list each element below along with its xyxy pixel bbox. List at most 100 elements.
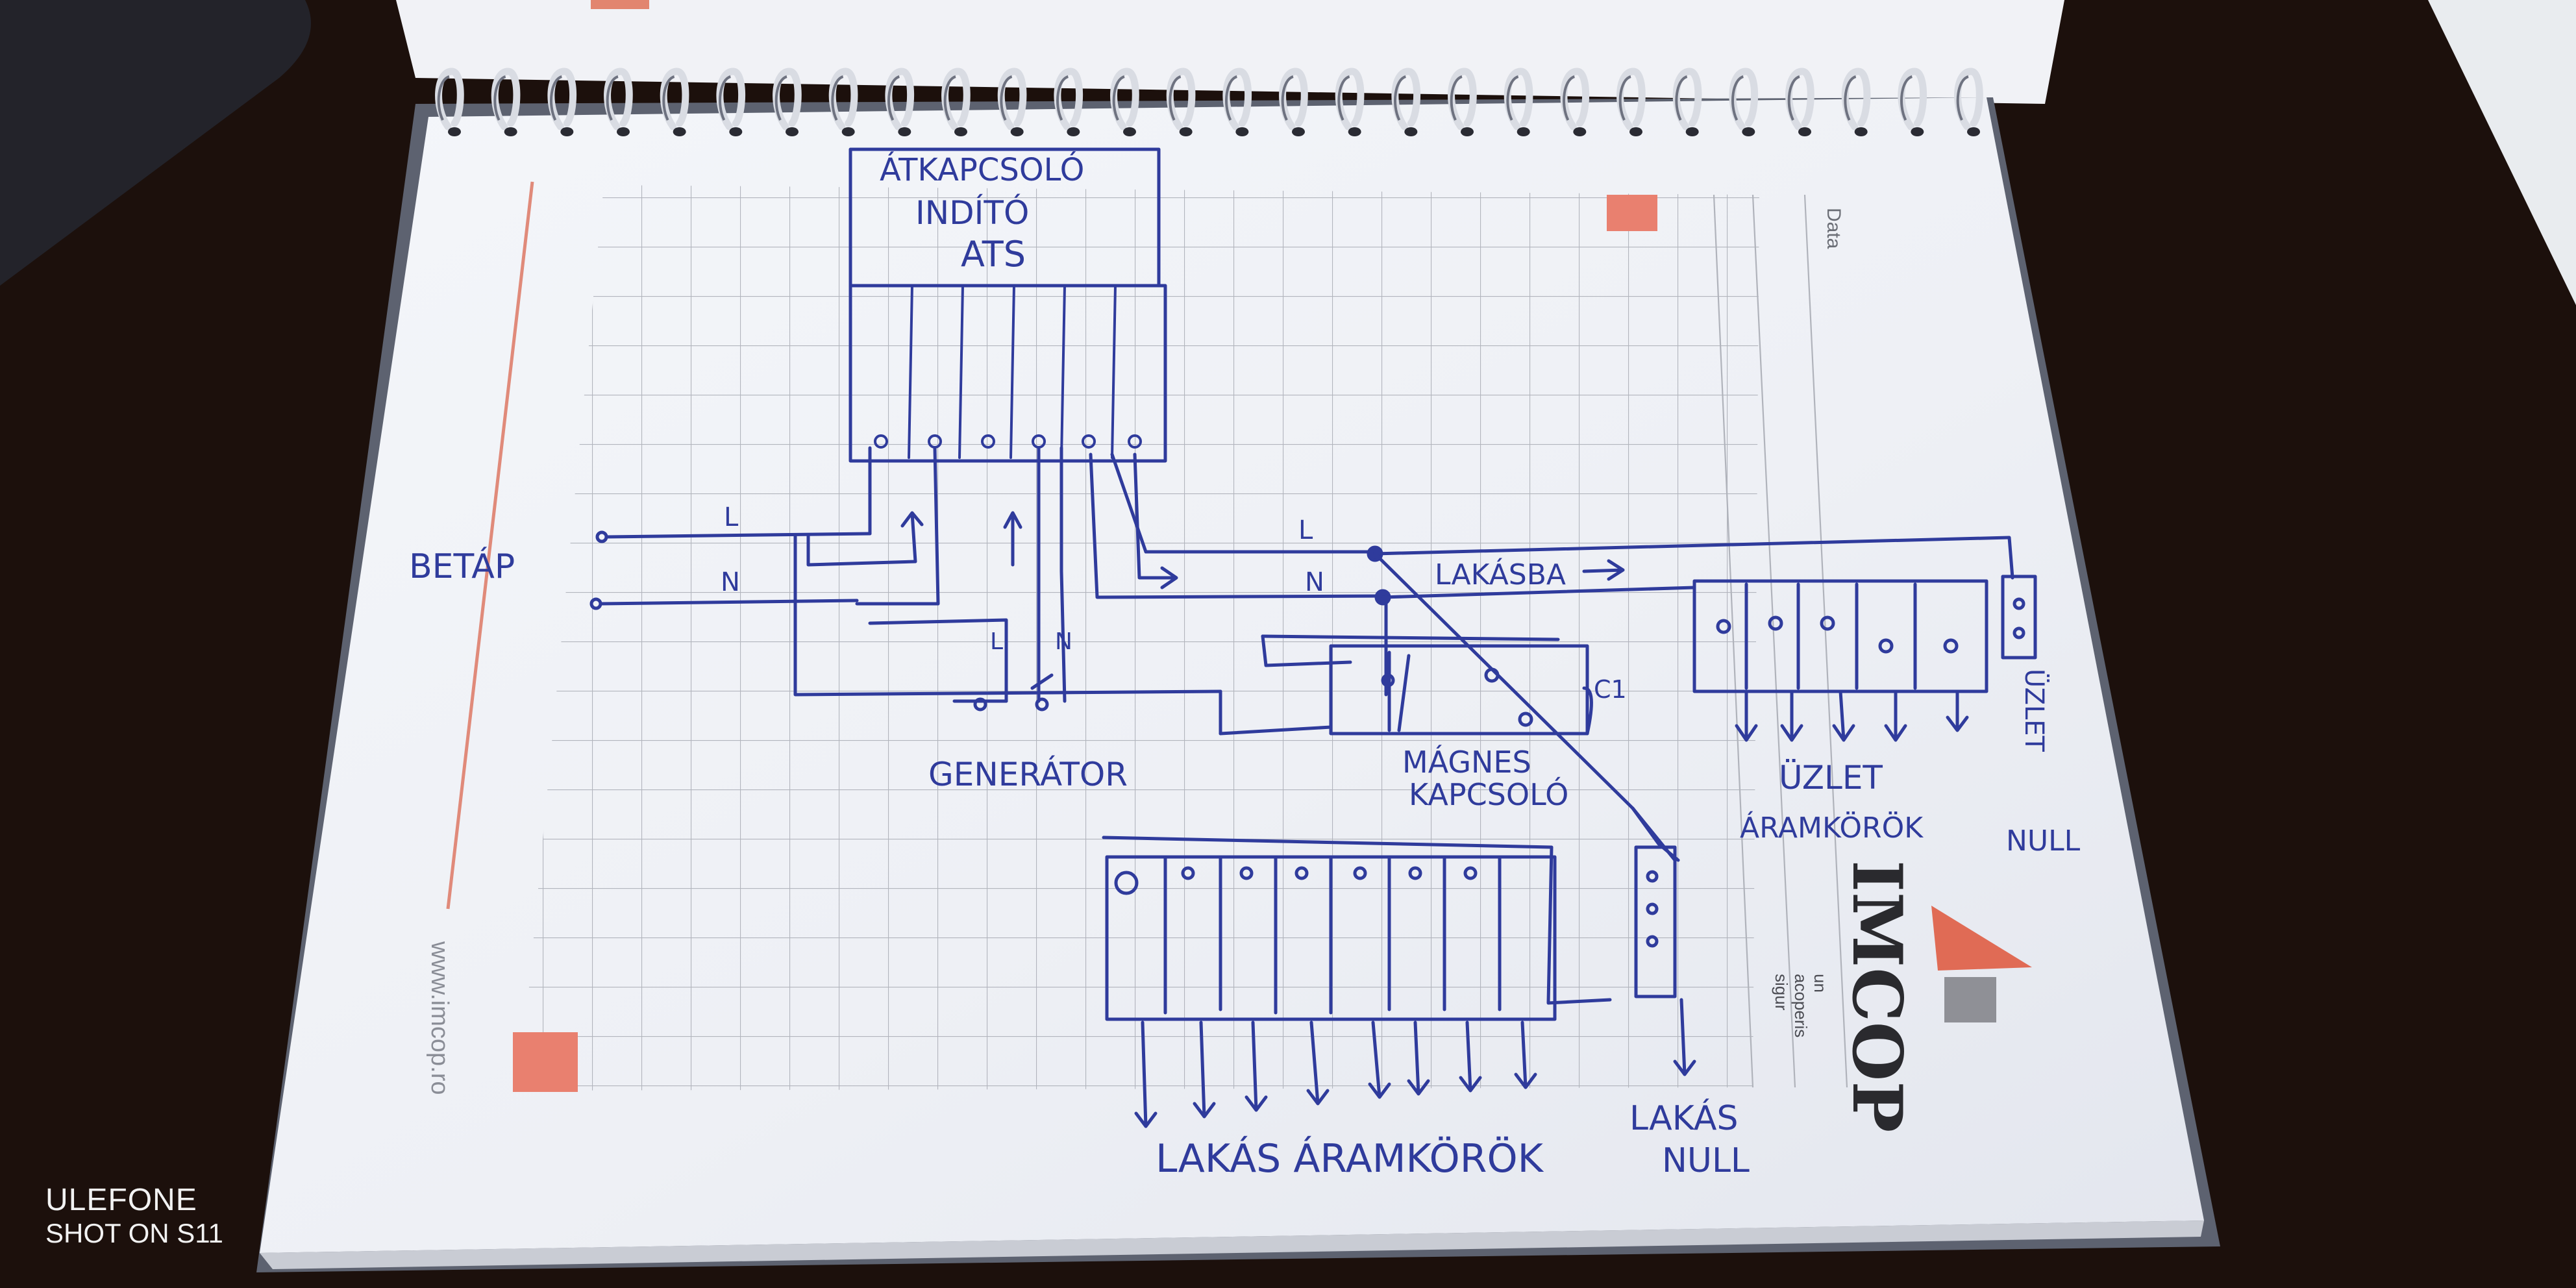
website-text: www.imcop.ro [426, 941, 453, 1095]
spiral-ring-shadow [493, 75, 506, 121]
wire-n-2: N [1055, 628, 1072, 655]
magnes-line-1: MÁGNES [1402, 745, 1531, 780]
wiring-sketch: ÁTKAPCSOLÓ INDÍTÓ ATS BETÁP [409, 147, 2081, 1182]
spiral-hole [1854, 127, 1868, 136]
spiral-hole [1967, 127, 1980, 136]
spiral-hole [448, 127, 461, 136]
spiral-hole [1798, 127, 1811, 136]
spiral-ring-shadow [1394, 75, 1407, 121]
lakas-nul-line-2: NULL [1662, 1141, 1750, 1180]
margin-line [446, 181, 534, 910]
spiral-hole [898, 127, 911, 136]
spiral-ring-shadow [1450, 75, 1463, 121]
logo-tagline: un acoperis sigur [1772, 974, 1830, 1037]
spiral-hole [1404, 127, 1418, 136]
spiral-ring-shadow [1281, 75, 1294, 121]
spiral-hole [1461, 127, 1474, 136]
spiral-hole [504, 127, 517, 136]
uzlet-breaker-panel [1692, 575, 2037, 742]
spiral-hole [560, 127, 574, 136]
spiral-hole [1685, 127, 1699, 136]
spiral-hole [673, 127, 686, 136]
ats-line-3: ATS [961, 234, 1026, 275]
spiral-hole [1629, 127, 1642, 136]
spiral-ring-shadow [1563, 75, 1576, 121]
spiral-ring-shadow [1618, 75, 1631, 121]
spiral-ring-shadow [1169, 75, 1182, 121]
magnes-kapcsolo-box [1329, 644, 1593, 736]
spiral-hole [617, 127, 630, 136]
spiral-ring-shadow [606, 75, 619, 121]
spiral-hole [1067, 127, 1080, 136]
spiral-hole [1123, 127, 1136, 136]
spiral-hole [1573, 127, 1587, 136]
wire-l-1: L [724, 502, 739, 532]
spiral-ring-shadow [719, 75, 732, 121]
spiral-ring-shadow [1731, 75, 1744, 121]
lakasba-label: LAKÁSBA [1435, 557, 1566, 591]
logo-tagline-line-3: sigur [1772, 974, 1791, 1011]
uzlet-label: ÜZLET [1779, 759, 1883, 797]
aramkorok-uzlet-label: ÁRAMKÖRÖK [1740, 810, 1924, 845]
spiral-hole [1292, 127, 1305, 136]
spiral-hole [841, 127, 855, 136]
logo-tagline-line-1: un [1811, 974, 1830, 993]
spiral-hole [1517, 127, 1530, 136]
spiral-ring-shadow [887, 75, 900, 121]
logo-name: IMCOP [1837, 860, 1918, 1132]
logo-red-triangle [1931, 906, 2032, 971]
spiral-ring-shadow [662, 75, 675, 121]
ats-terminals [874, 284, 1142, 459]
ats-line-2: INDÍTÓ [915, 193, 1029, 232]
lakas-aramkorok-label: LAKÁS ÁRAMKÖRÖK [1156, 1135, 1544, 1182]
upper-page [396, 0, 2064, 104]
spiral-ring-shadow [1000, 75, 1013, 121]
spiral-ring-shadow [1900, 75, 1913, 121]
wire-n-1: N [721, 567, 740, 597]
logo-tagline-line-2: acoperis [1791, 974, 1811, 1037]
spiral-hole [1010, 127, 1024, 136]
spiral-ring-shadow [1056, 75, 1069, 121]
spiral-binding [435, 68, 1983, 136]
wire-l-3: L [1298, 515, 1313, 545]
page-bottom-edges [260, 1220, 2204, 1269]
input-wires [589, 446, 1222, 712]
spiral-ring-shadow [1506, 75, 1519, 121]
uzlet-nul-vertical: ÜZLET [2019, 669, 2050, 752]
spiral-ring-shadow [1675, 75, 1688, 121]
header-label: Data [1823, 208, 1844, 249]
lakasba-arrow [1582, 559, 1625, 581]
c1-label: C1 [1594, 675, 1627, 704]
paper-corner [2428, 0, 2576, 305]
spiral-hole [729, 127, 743, 136]
dark-object [0, 0, 311, 286]
magnes-line-2: KAPCSOLÓ [1409, 777, 1568, 812]
spiral-hole [954, 127, 967, 136]
spiral-hole [1911, 127, 1924, 136]
red-square-bottom [513, 1032, 578, 1092]
logo-gray-square [1944, 977, 1996, 1022]
lakas-breaker-panel [1102, 806, 1696, 1128]
spiral-ring-shadow [550, 75, 563, 121]
imcop-logo: IMCOP un acoperis sigur [1772, 860, 2032, 1132]
spiral-ring-shadow [1956, 75, 1969, 121]
spiral-ring-shadow [1844, 75, 1857, 121]
spiral-ring-shadow [774, 75, 787, 121]
spiral-ring-shadow [943, 75, 956, 121]
wire-l-2: L [990, 628, 1003, 655]
ats-line-1: ÁTKAPCSOLÓ [880, 151, 1084, 188]
betap-label: BETÁP [409, 547, 515, 586]
grid-area [519, 185, 1759, 1091]
spiral-hole [1348, 127, 1361, 136]
camera-watermark: ULEFONE SHOT ON S11 [45, 1182, 223, 1249]
spiral-ring-shadow [437, 75, 450, 121]
spiral-hole [1179, 127, 1193, 136]
spiral-ring-shadow [1787, 75, 1800, 121]
spiral-hole [1235, 127, 1249, 136]
spiral-ring-shadow [1112, 75, 1125, 121]
ats-terminal-box [848, 284, 1167, 463]
spiral-hole [1742, 127, 1755, 136]
uzlet-nul-label: NULL [2006, 824, 2081, 858]
lakas-nul-line-1: LAKÁS [1629, 1098, 1739, 1138]
